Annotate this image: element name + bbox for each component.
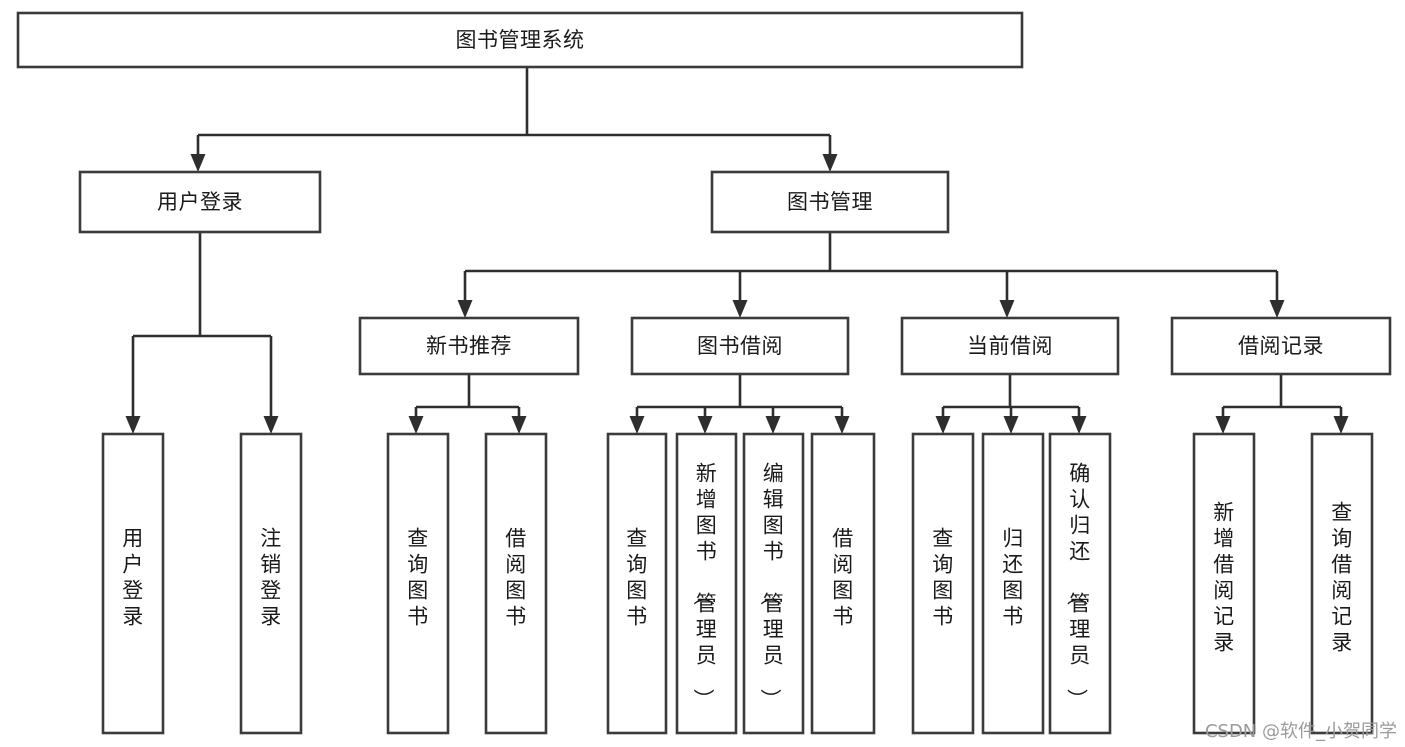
node-box-leaf-query-book-2 [606, 432, 668, 735]
node-box-root [16, 11, 1024, 69]
node-leaf-borrow-book-2[interactable]: 借阅图书 [810, 432, 876, 735]
node-leaf-add-book[interactable]: 新增图书（管理员） [675, 432, 738, 735]
connector-book-manage-to-level3 [457, 232, 1285, 318]
node-box-leaf-add-book [675, 432, 738, 735]
connector-book-borrow-to-leaves [629, 374, 850, 434]
connector-current-borrow-to-leaves [935, 374, 1087, 434]
connector-new-book-rec-to-leaves [408, 374, 527, 434]
node-leaf-query-book-3[interactable]: 查询图书 [911, 432, 975, 735]
node-leaf-return-book[interactable]: 归还图书 [981, 432, 1045, 735]
node-label-leaf-user-login: 用户登录 [122, 527, 144, 629]
node-box-borrow-record [1170, 316, 1392, 376]
node-box-leaf-confirm-return [1048, 432, 1112, 735]
node-label-root: 图书管理系统 [456, 28, 585, 52]
node-label-leaf-query-book-2: 查询图书 [626, 527, 648, 629]
node-box-leaf-user-login [101, 432, 165, 735]
node-label-leaf-query-book-3: 查询图书 [932, 527, 954, 629]
node-label-book-manage: 图书管理 [787, 190, 873, 214]
node-box-user-login [78, 170, 322, 234]
node-label-new-book-rec: 新书推荐 [426, 334, 512, 358]
node-leaf-query-record[interactable]: 查询借阅记录 [1310, 432, 1374, 735]
node-label-borrow-record: 借阅记录 [1238, 334, 1324, 358]
node-box-leaf-add-record [1192, 432, 1256, 735]
node-label-leaf-add-record: 新增借阅记录 [1213, 501, 1235, 655]
node-box-book-manage [710, 170, 950, 234]
node-leaf-add-record[interactable]: 新增借阅记录 [1192, 432, 1256, 735]
node-box-leaf-borrow-book-2 [810, 432, 876, 735]
node-box-current-borrow [900, 316, 1120, 376]
node-label-leaf-query-record: 查询借阅记录 [1331, 501, 1353, 655]
node-label-leaf-logout: 注销登录 [260, 527, 282, 629]
node-leaf-logout[interactable]: 注销登录 [239, 432, 303, 735]
node-root[interactable]: 图书管理系统 [16, 11, 1024, 69]
node-label-leaf-borrow-book-2: 借阅图书 [832, 527, 854, 629]
node-label-leaf-borrow-book-1: 借阅图书 [505, 527, 527, 629]
node-box-book-borrow [630, 316, 850, 376]
node-box-leaf-borrow-book-1 [484, 432, 548, 735]
node-new-book-rec[interactable]: 新书推荐 [358, 316, 580, 376]
node-label-leaf-confirm-return: 确认归还（管理员） [1064, 462, 1091, 711]
node-label-leaf-edit-book: 编辑图书（管理员） [758, 462, 785, 711]
node-box-leaf-logout [239, 432, 303, 735]
node-box-leaf-query-book-1 [386, 432, 450, 735]
node-leaf-query-book-1[interactable]: 查询图书 [386, 432, 450, 735]
node-leaf-user-login[interactable]: 用户登录 [101, 432, 165, 735]
node-box-leaf-return-book [981, 432, 1045, 735]
node-leaf-borrow-book-1[interactable]: 借阅图书 [484, 432, 548, 735]
node-label-current-borrow: 当前借阅 [967, 334, 1053, 358]
node-borrow-record[interactable]: 借阅记录 [1170, 316, 1392, 376]
node-box-leaf-query-book-3 [911, 432, 975, 735]
node-label-leaf-add-book: 新增图书（管理员） [691, 462, 718, 711]
node-label-book-borrow: 图书借阅 [697, 334, 783, 358]
edges-layer [125, 67, 1349, 434]
csdn-watermark: CSDN @软件_小贺同学 [1204, 721, 1397, 742]
node-book-manage[interactable]: 图书管理 [710, 170, 950, 234]
node-user-login[interactable]: 用户登录 [78, 170, 322, 234]
connector-user-login-to-leaves [125, 232, 279, 434]
node-box-leaf-edit-book [742, 432, 805, 735]
connector-borrow-record-to-leaves [1215, 374, 1349, 434]
node-book-borrow[interactable]: 图书借阅 [630, 316, 850, 376]
node-label-leaf-query-book-1: 查询图书 [407, 527, 429, 629]
node-leaf-confirm-return[interactable]: 确认归还（管理员） [1048, 432, 1112, 735]
node-label-user-login: 用户登录 [157, 190, 243, 214]
nodes-layer: 图书管理系统用户登录图书管理新书推荐图书借阅当前借阅借阅记录用户登录注销登录查询… [16, 11, 1392, 735]
node-box-new-book-rec [358, 316, 580, 376]
node-box-leaf-query-record [1310, 432, 1374, 735]
connector-root-to-level2 [190, 67, 838, 172]
node-leaf-edit-book[interactable]: 编辑图书（管理员） [742, 432, 805, 735]
node-current-borrow[interactable]: 当前借阅 [900, 316, 1120, 376]
node-leaf-query-book-2[interactable]: 查询图书 [606, 432, 668, 735]
node-label-leaf-return-book: 归还图书 [1002, 527, 1024, 629]
